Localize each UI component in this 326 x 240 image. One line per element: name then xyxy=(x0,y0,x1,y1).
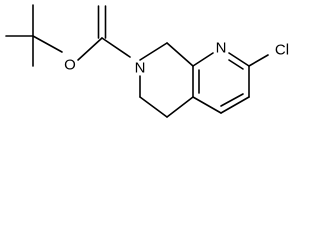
bond-n-ch2-upper xyxy=(139,42,168,61)
bond-c3-c4 xyxy=(220,96,250,114)
bond-ch2-ch2 xyxy=(139,96,168,118)
atom-label-ester-oxygen: O xyxy=(64,57,76,74)
bond-ch2-c8a xyxy=(166,42,194,67)
structure-canvas: O O N N Cl xyxy=(5,4,289,118)
atom-label-amide-nitrogen: N xyxy=(135,60,146,77)
bond-c2-chlorine xyxy=(248,54,269,67)
atom-label-pyridine-nitrogen: N xyxy=(216,40,227,57)
bond-ch2-c4a xyxy=(166,96,194,118)
bond-carbonyl-nitrogen xyxy=(101,37,131,58)
bond-n1-c2 xyxy=(228,52,250,67)
bond-c4-c4a xyxy=(192,96,222,114)
bond-tbu-oxygen xyxy=(32,35,63,53)
molecule-diagram: O O N N Cl xyxy=(5,4,289,118)
bond-oxygen-carbonyl xyxy=(77,37,103,61)
bond-n1-c2-inner xyxy=(228,59,244,70)
bond-c8a-n1 xyxy=(192,52,214,67)
bond-c3-c4-inner xyxy=(220,93,244,107)
atom-label-chlorine: Cl xyxy=(275,42,289,59)
